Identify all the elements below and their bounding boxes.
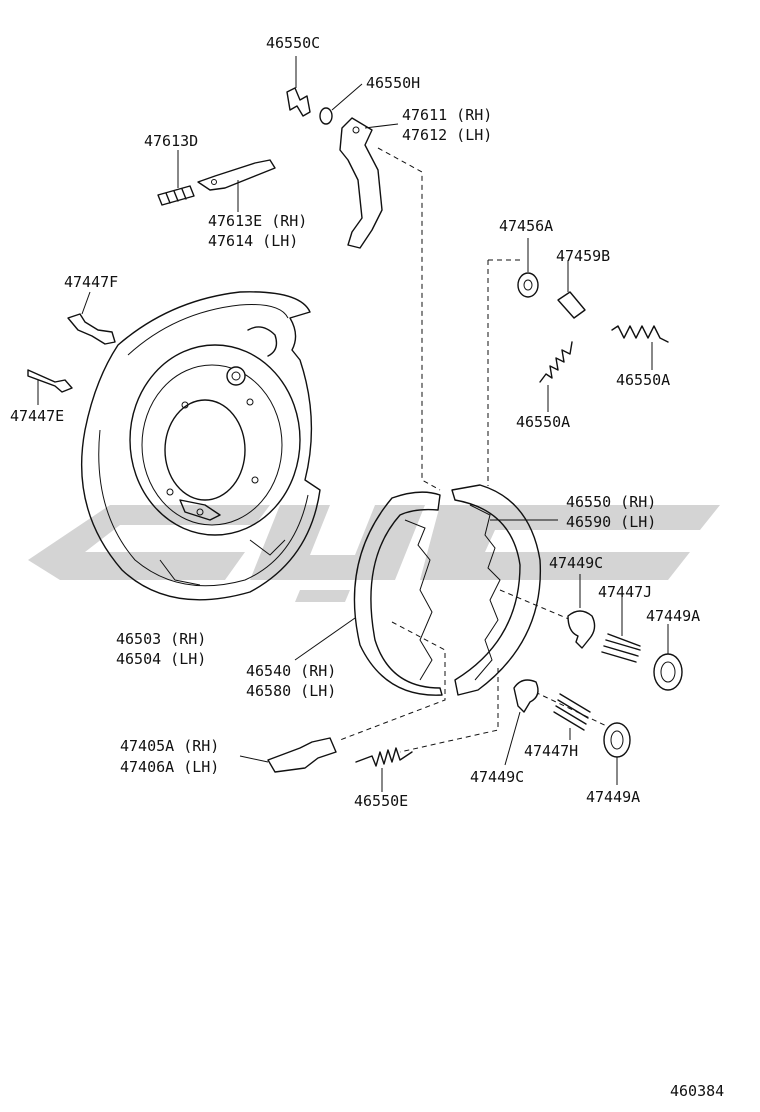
label-46550c: 46550C (266, 34, 320, 52)
label-46550a-left: 46550A (516, 413, 570, 431)
spring-47447h (553, 693, 591, 731)
washer-47456a (517, 272, 539, 298)
label-46550h: 46550H (366, 74, 420, 92)
label-46590: 46590 (LH) (566, 513, 656, 531)
clip-46550c (286, 87, 311, 117)
label-47611: 47611 (RH) (402, 106, 492, 124)
label-46550e: 46550E (354, 792, 408, 810)
label-47405a: 47405A (RH) (120, 737, 219, 755)
adjuster-spring-47613d (157, 185, 195, 206)
washer-46550h (319, 107, 333, 125)
backing-plate (80, 291, 321, 601)
label-47459b: 47459B (556, 247, 610, 265)
spring-46550e (355, 747, 413, 767)
label-47447h: 47447H (524, 742, 578, 760)
label-46550: 46550 (RH) (566, 493, 656, 511)
label-46580: 46580 (LH) (246, 682, 336, 700)
cup-47449a-lower (603, 722, 631, 758)
label-47449c-upper: 47449C (549, 554, 603, 572)
label-47447j: 47447J (598, 583, 652, 601)
label-47447f: 47447F (64, 273, 118, 291)
cup-47449c-lower (513, 679, 539, 713)
label-47613d: 47613D (144, 132, 198, 150)
label-46540: 46540 (RH) (246, 662, 336, 680)
brake-shoes (353, 484, 542, 696)
watermark-logo (28, 505, 720, 602)
label-46550a-right: 46550A (616, 371, 670, 389)
label-47447e: 47447E (10, 407, 64, 425)
parking-lever (339, 117, 383, 249)
label-47612: 47612 (LH) (402, 126, 492, 144)
pin-47459b (557, 291, 586, 319)
return-spring-46550a-left (539, 341, 573, 383)
label-47613e: 47613E (RH) (208, 212, 307, 230)
return-spring-46550a-right (611, 325, 669, 343)
cup-47449c-upper (567, 610, 596, 649)
label-47456a: 47456A (499, 217, 553, 235)
label-46503: 46503 (RH) (116, 630, 206, 648)
label-47449c-lower: 47449C (470, 768, 524, 786)
label-47449a-lower: 47449A (586, 788, 640, 806)
pin-47447e (27, 369, 73, 393)
strut-47613e (197, 159, 276, 191)
adjuster-47405a (267, 737, 337, 773)
spring-47447j (601, 633, 641, 663)
figure-number: 460384 (670, 1082, 724, 1100)
label-47449a-upper: 47449A (646, 607, 700, 625)
label-47614: 47614 (LH) (208, 232, 298, 250)
label-47406a: 47406A (LH) (120, 758, 219, 776)
strut-47447f (67, 313, 116, 345)
cup-47449a-upper (653, 653, 683, 691)
label-46504: 46504 (LH) (116, 650, 206, 668)
part-labels: 46550C 46550H 47611 (RH) 47612 (LH) 4761… (10, 34, 724, 1100)
